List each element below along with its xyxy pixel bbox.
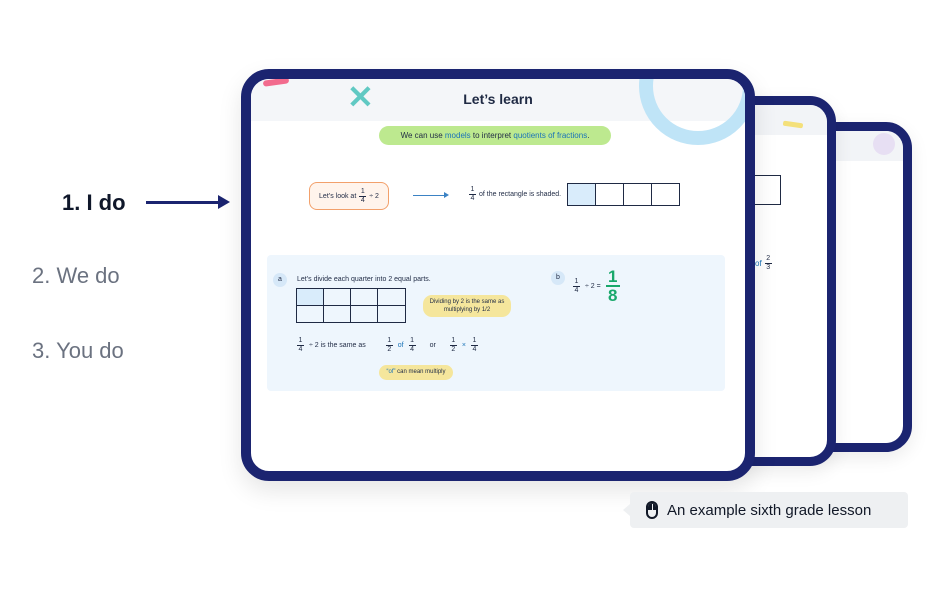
rect-cell [351,306,378,322]
badge-a: a [273,273,287,287]
of-note-pill: “of” can mean multiply [379,365,453,380]
rect-cell [624,184,652,205]
lesson-title: Let’s learn [463,91,533,107]
decor-cross-icon: ✕ [347,79,374,115]
badge-b: b [551,271,565,285]
rect-cell-shaded [568,184,596,205]
rect-cell-shaded [297,289,324,306]
worked-example-panel: a Let’s divide each quarter into 2 equal… [267,255,725,391]
rect-cell [652,184,679,205]
rect-cell [297,306,324,322]
back-rectangle-2 [831,298,836,324]
rect-cell [324,289,351,306]
lesson-caption-tooltip: An example sixth grade lesson [623,492,908,528]
part-a-text: Let’s divide each quarter into 2 equal p… [297,276,431,283]
decor-ring-icon [639,79,745,145]
card-header: ✕ Let’s learn [251,79,745,145]
hint-pill: Dividing by 2 is the same as multiplying… [423,295,511,317]
rect-cell [324,306,351,322]
decor-stripe-icon [262,79,290,87]
mouse-icon [646,501,658,519]
step-i-do[interactable]: 1. I do [62,190,126,215]
arrow-icon [146,195,230,209]
lesson-card: ✕ Let’s learn We can use models to inter… [241,69,755,481]
arrow-icon [413,192,449,198]
tooltip-text: An example sixth grade lesson [667,501,872,519]
step-you-do[interactable]: 3. You do [32,338,124,363]
intro-pill: We can use models to interpret quotients… [379,126,611,145]
rect-cell [378,306,405,322]
rect-cell [596,184,624,205]
rect-cell [351,289,378,306]
rect-cell [378,289,405,306]
eighths-rectangle [296,288,406,323]
quarter-rectangle [567,183,680,206]
step-we-do[interactable]: 2. We do [32,263,120,288]
decor-circle-icon [873,133,895,155]
